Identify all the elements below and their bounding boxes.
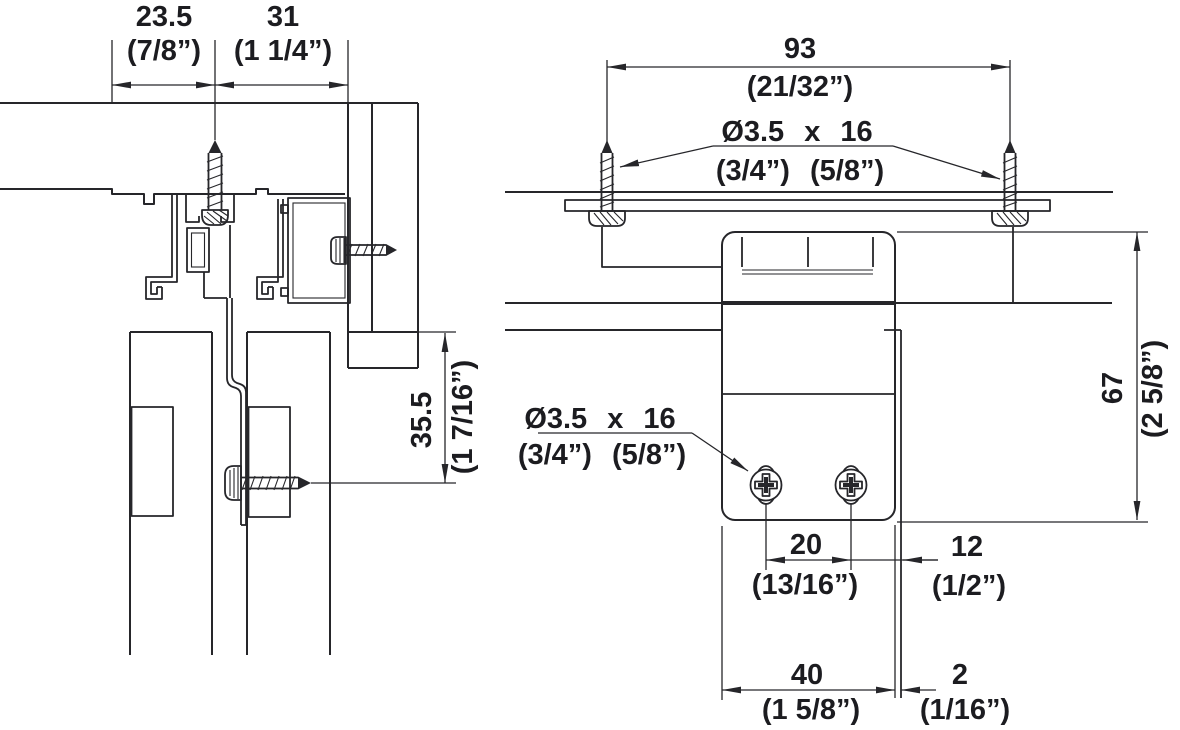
door-panel-left xyxy=(129,331,213,655)
bracket-screw-right xyxy=(834,465,868,505)
screw-spec-inch: (3/4”) (5/8”) xyxy=(518,439,686,471)
suspension-bracket xyxy=(721,231,896,521)
track-profile xyxy=(145,194,351,304)
dim-offset-right: 31 (1 1/4”) xyxy=(215,1,349,103)
screw-spec-front: Ø3.5 x 16 (3/4”) (5/8”) xyxy=(518,403,749,472)
screw-spec-inch: (3/4”) (5/8”) xyxy=(716,155,884,187)
ceiling-mounting-screw xyxy=(201,140,229,226)
door-panel-right xyxy=(246,331,331,655)
dim-drop: 35.5 (1 7/16”) xyxy=(311,331,479,484)
dim-hole-spacing: 20 (13/16”) xyxy=(752,503,858,601)
fascia-side-screw xyxy=(330,236,397,265)
door-fixing-screw xyxy=(224,465,311,501)
dim-label: 12 xyxy=(951,531,983,563)
dim-label: (21/32”) xyxy=(747,71,853,103)
dim-label: (1 7/16”) xyxy=(447,360,479,474)
dim-screw-span: 93 (21/32”) xyxy=(606,33,1011,142)
dim-label: (1 1/4”) xyxy=(234,35,332,67)
dim-label: 31 xyxy=(267,1,299,33)
hanger-strap xyxy=(226,298,247,526)
dim-label: 23.5 xyxy=(136,1,192,33)
dim-label: 20 xyxy=(790,529,822,561)
dim-label: 40 xyxy=(791,659,823,691)
fascia-panel xyxy=(347,103,419,369)
dim-reveal-gap: 2 (1/16”) xyxy=(901,659,1010,726)
dim-label: (13/16”) xyxy=(752,569,858,601)
dim-bracket-width: 40 (1 5/8”) xyxy=(721,525,896,726)
dim-label: 93 xyxy=(784,33,816,65)
dim-label: (7/8”) xyxy=(127,35,201,67)
dim-label: (1 5/8”) xyxy=(762,694,860,726)
bracket-screw-left xyxy=(749,465,783,505)
screw-spec-size: Ø3.5 x 16 xyxy=(721,116,872,148)
dim-height: 67 (2 5/8”) xyxy=(897,231,1169,523)
dim-label: 2 xyxy=(952,659,968,691)
wall-and-door-lines xyxy=(505,302,1112,698)
plate-screw-right xyxy=(991,139,1029,227)
dim-label: 67 xyxy=(1097,372,1129,404)
dim-label: (2 5/8”) xyxy=(1137,340,1169,438)
mounting-plate xyxy=(564,199,1051,302)
dim-offset-left: 23.5 (7/8”) xyxy=(111,1,216,140)
dim-edge-distance: 12 (1/2”) xyxy=(851,531,1006,602)
plate-screw-left xyxy=(588,139,626,227)
screw-spec-top: Ø3.5 x 16 (3/4”) (5/8”) xyxy=(619,116,1001,187)
right-view-bracket-front: 93 (21/32”) Ø3.5 x 16 (3/4”) (5/8”) Ø3.5… xyxy=(505,33,1169,726)
dim-label: (1/16”) xyxy=(920,694,1010,726)
dim-label: (1/2”) xyxy=(932,570,1006,602)
left-view-cross-section: 23.5 (7/8”) 31 (1 1/4”) 35.5 (1 7/16”) xyxy=(0,1,479,655)
screw-spec-size: Ø3.5 x 16 xyxy=(524,403,675,435)
dim-label: 35.5 xyxy=(406,392,438,448)
